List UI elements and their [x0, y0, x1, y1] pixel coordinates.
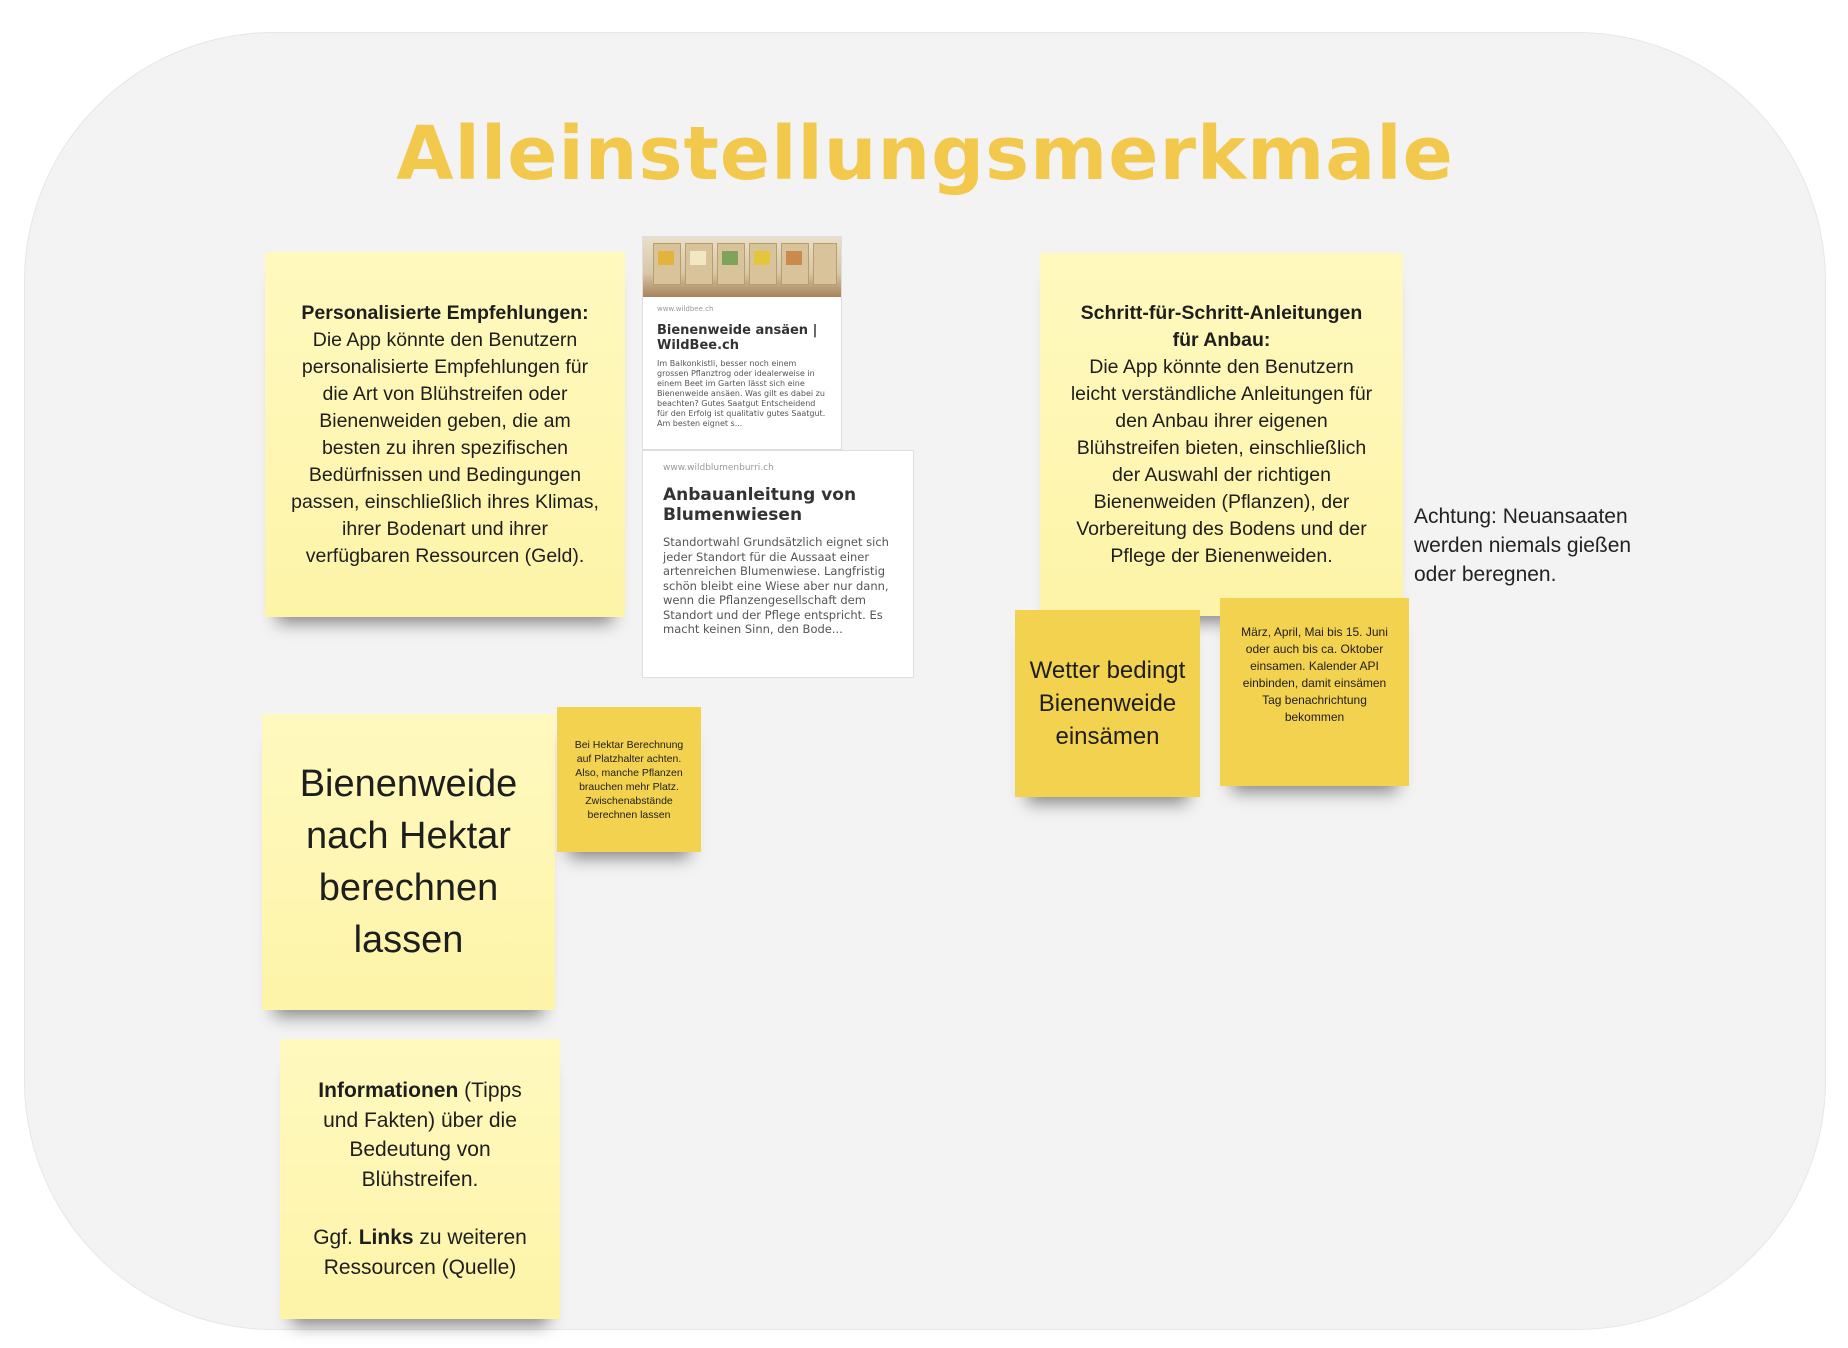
link-description: Im Balkonkistli, besser noch einem gross… [657, 359, 826, 428]
sticky-informationen[interactable]: Informationen (Tipps und Fakten) über di… [280, 1039, 560, 1319]
board-title: Alleinstellungsmerkmale [396, 111, 1454, 197]
seed-packets-thumbnail [643, 237, 841, 297]
sticky-paragraph-2: Ggf. Links zu weiteren Ressourcen (Quell… [313, 1226, 527, 1279]
text-note-achtung[interactable]: Achtung: Neuansaaten werden niemals gieß… [1414, 505, 1632, 586]
sticky-paragraph-1: Informationen (Tipps und Fakten) über di… [318, 1079, 522, 1191]
sticky-text: Wetter bedingt Bienenweide einsämen [1029, 657, 1186, 750]
sticky-kalender-api[interactable]: März, April, Mai bis 15. Juni oder auch … [1220, 598, 1409, 786]
sticky-heading: Schritt-für-Schritt-Anleitungen für Anba… [1080, 301, 1363, 351]
link-description: Standortwahl Grundsätzlich eignet sich j… [663, 535, 889, 636]
sticky-text: März, April, Mai bis 15. Juni oder auch … [1241, 625, 1388, 724]
sticky-schritt-anleitungen[interactable]: Schritt-für-Schritt-Anleitungen für Anba… [1040, 253, 1403, 616]
sticky-hektar-berechnen[interactable]: Bienenweide nach Hektar berechnen lassen [262, 714, 555, 1010]
link-title: Anbauanleitung von Blumenwiesen [663, 485, 857, 525]
link-domain: www.wildblumenburri.ch [663, 463, 774, 473]
sticky-personalisierte-empfehlungen[interactable]: Personalisierte Empfehlungen: Die App kö… [265, 252, 625, 617]
sticky-body: Die App könnte den Benutzern personalisi… [291, 328, 599, 567]
bold-links: Links [358, 1226, 414, 1249]
link-card-wildbee[interactable]: www.wildbee.ch Bienenweide ansäen | Wild… [642, 236, 842, 450]
link-card-wildblumenburri[interactable]: www.wildblumenburri.ch Anbauanleitung vo… [642, 450, 914, 678]
link-title: Bienenweide ansäen | WildBee.ch [657, 323, 818, 353]
bold-informationen: Informationen [318, 1079, 459, 1102]
sticky-body: Die App könnte den Benutzern leicht vers… [1070, 355, 1373, 567]
sticky-wetter-bedingt[interactable]: Wetter bedingt Bienenweide einsämen [1015, 610, 1200, 797]
sticky-heading: Personalisierte Empfehlungen: [301, 301, 589, 324]
sticky-text: Bienenweide nach Hektar berechnen lassen [299, 763, 518, 961]
link-domain: www.wildbee.ch [657, 305, 714, 313]
sticky-text: Bei Hektar Berechnung auf Platzhalter ac… [574, 738, 684, 821]
sticky-hektar-hinweis[interactable]: Bei Hektar Berechnung auf Platzhalter ac… [557, 707, 701, 852]
